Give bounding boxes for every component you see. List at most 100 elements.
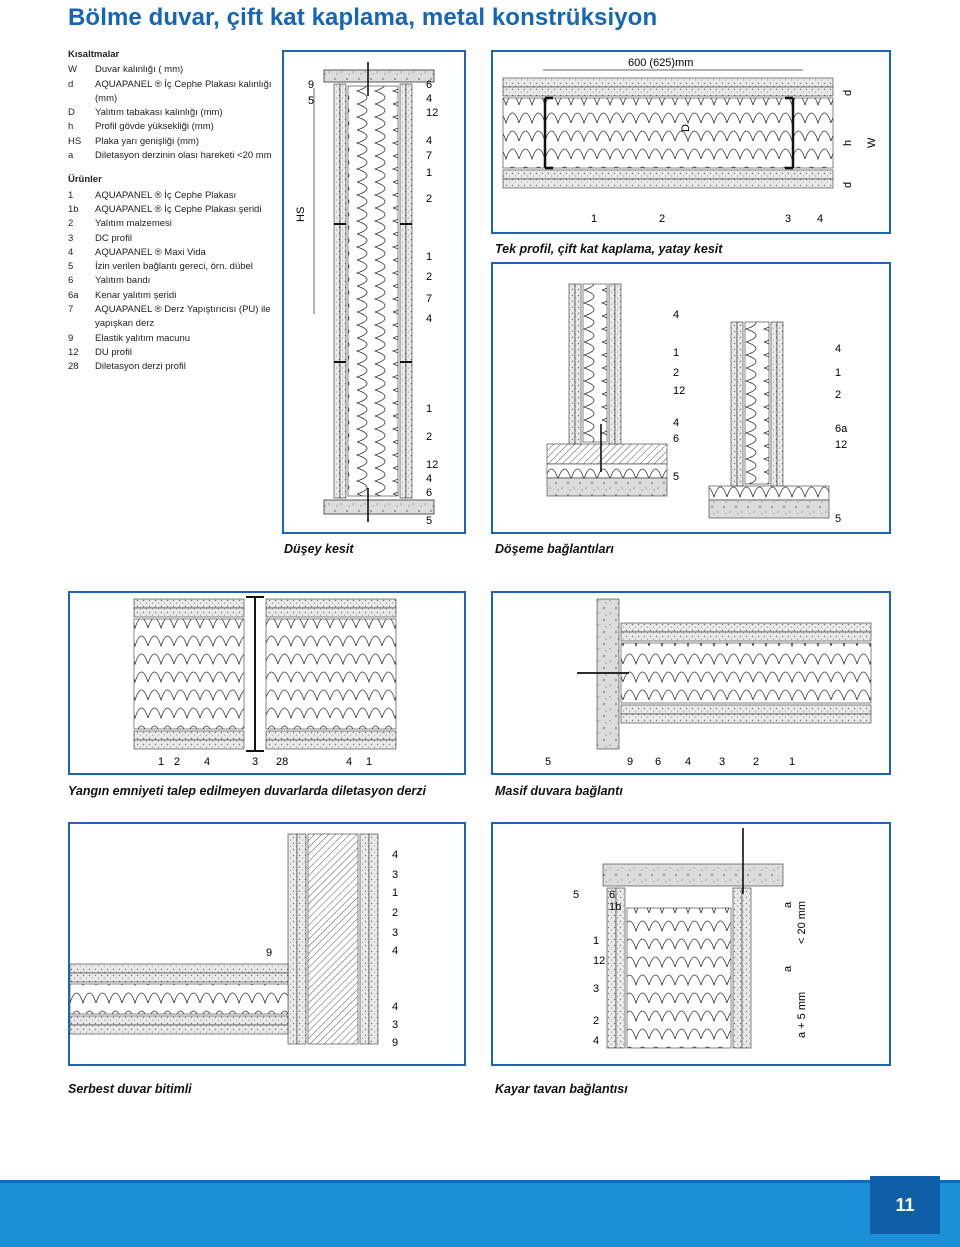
label: 2 (835, 389, 841, 401)
label: 3 (593, 983, 599, 995)
label: 9 (308, 79, 314, 91)
board (614, 283, 622, 445)
figure-masonry-connection: 5 9 6 4 3 2 1 (491, 591, 891, 775)
expansion-joint-profile (246, 596, 264, 752)
label: 7 (426, 293, 432, 305)
dim-label: < 20 mm (796, 901, 808, 944)
label: 12 (673, 385, 685, 397)
board (133, 739, 245, 750)
product-text: AQUAPANEL ® İç Cephe Plakası (95, 189, 237, 201)
label: 5 (426, 515, 432, 527)
label: 2 (426, 193, 432, 205)
product-key: 7 (68, 304, 74, 316)
board (133, 607, 245, 618)
masonry-wall (596, 598, 620, 750)
label: 5 (835, 513, 841, 525)
dim-label: a (782, 901, 794, 908)
figure-vertical-section: HS 9 5 6 4 12 4 7 1 2 1 2 7 4 1 2 12 4 6… (282, 50, 466, 534)
label: 2 (593, 1015, 599, 1027)
board (615, 887, 626, 1049)
label: 28 (276, 756, 288, 768)
label: 3 (392, 869, 398, 881)
board (359, 833, 370, 1045)
label: 12 (426, 107, 438, 119)
figure-floor-connections: 4 1 2 12 4 6 5 4 1 2 6a 12 5 (491, 262, 891, 534)
label: 6 (655, 756, 661, 768)
label: 7 (426, 150, 432, 162)
sliding-ceiling-drawing: 5 6 1b 1 12 3 2 4 a < 20 mm a a + 5 mm (573, 828, 808, 1049)
board-right-inner (399, 83, 407, 499)
abbr-row: a Diletasyon derzinin olası hareketi <20 … (68, 149, 283, 163)
label: 4 (835, 343, 841, 355)
insulation (265, 618, 397, 730)
dim-label: d (842, 182, 854, 188)
page-number: 11 (870, 1176, 940, 1234)
board (69, 1015, 289, 1026)
board-left-outer (333, 83, 341, 499)
label: 2 (426, 431, 432, 443)
label: 1 (158, 756, 164, 768)
end-stud (307, 833, 359, 1045)
abbr-text: Profil gövde yüksekliği (mm) (95, 121, 214, 133)
stud-profile-right (785, 96, 795, 170)
horizontal-section-drawing: 600 (625)mm D d h d W 1 2 3 4 (502, 57, 878, 225)
label: 9 (392, 1037, 398, 1049)
product-key: 28 (68, 361, 79, 373)
expansion-joint-drawing: 1 2 4 3 28 4 1 (133, 596, 397, 768)
board (69, 972, 289, 983)
label: 4 (204, 756, 210, 768)
product-text: AQUAPANEL ® Derz Yapıştırıcısı (PU) ile … (95, 304, 271, 330)
dim-label: h (842, 140, 854, 146)
board-top-outer (502, 77, 834, 88)
insulation (744, 321, 770, 485)
product-key: 3 (68, 232, 74, 244)
abbr-text: Plaka yarı genişliği (mm) (95, 135, 199, 147)
product-key: 6 (68, 275, 74, 287)
label: 4 (426, 135, 432, 147)
caption-horizontal-section: Tek profil, çift kat kaplama, yatay kesi… (495, 242, 723, 256)
board (69, 963, 289, 974)
label: 2 (753, 756, 759, 768)
board (287, 833, 298, 1045)
insulation-dimension-label: D (680, 124, 692, 132)
board (732, 887, 743, 1049)
board (620, 713, 872, 724)
board-right-outer (405, 83, 413, 499)
label: 6 (609, 889, 615, 901)
caption-masonry-connection: Masif duvara bağlantı (495, 784, 623, 798)
products-heading: Ürünler (68, 174, 102, 186)
label: 4 (673, 417, 679, 429)
label: 1b (609, 901, 621, 913)
board (730, 321, 738, 487)
stud-profile-left (543, 96, 553, 170)
footer-band (0, 1180, 960, 1247)
product-text: Yalıtım malzemesi (95, 218, 172, 230)
abbr-text: Diletasyon derzinin olası hareketi <20 m… (95, 150, 272, 162)
abbr-text: AQUAPANEL ® İç Cephe Plakası kalınlığı (… (95, 78, 272, 104)
label: 5 (573, 889, 579, 901)
product-text: DU profil (95, 346, 132, 358)
label: 5 (308, 95, 314, 107)
product-row: 7 AQUAPANEL ® Derz Yapıştırıcısı (PU) ile… (68, 303, 283, 332)
label: 1 (426, 403, 432, 415)
abbr-key: a (68, 150, 74, 162)
board (741, 887, 752, 1049)
label: 4 (426, 313, 432, 325)
product-text: DC profil (95, 232, 132, 244)
label: 5 (545, 756, 551, 768)
footer-stripe (0, 1180, 960, 1183)
insulation (582, 283, 608, 443)
label: 4 (392, 1001, 398, 1013)
product-text: AQUAPANEL ® İç Cephe Plakası şeridi (95, 203, 262, 215)
label: 1 (789, 756, 795, 768)
product-key: 1 (68, 189, 74, 201)
label: 1 (366, 756, 372, 768)
label: 3 (392, 1019, 398, 1031)
floor-slab-left (546, 477, 668, 497)
